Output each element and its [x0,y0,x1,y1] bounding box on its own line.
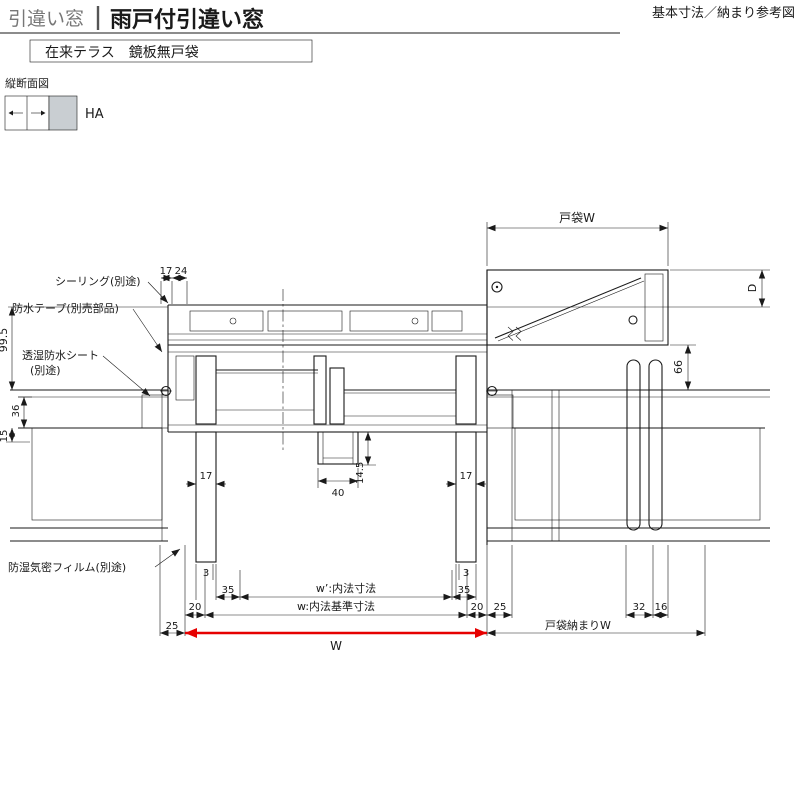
drain-wall [317,431,324,465]
slide-right-arrow-icon [31,110,46,116]
right-wall [487,359,770,542]
mirror-panel-line-2 [497,280,645,342]
callout-waterproof-tape: 防水テープ(別売部品) [12,301,119,315]
dim-99-5: 99.5 [0,328,10,353]
window-type-legend: HA [4,95,104,131]
post-left [195,431,217,563]
furring-block-right [486,394,514,429]
anchor-blocks [141,385,514,429]
leader-breathable-sheet [102,355,151,397]
insulation-strip [431,310,463,332]
callout-breathable-sheet: 透湿防水シート [22,348,99,362]
shutter-box [486,269,669,346]
view-label: 縦断面図 [5,76,49,90]
window-category-label: 引違い窓 [8,8,84,30]
type-code: HA [85,107,104,122]
dim-35-left: 35 [222,585,235,596]
left-wall [8,306,168,542]
dim-35-right: 35 [458,585,471,596]
dims-left: 99.5 36 15 [0,307,32,442]
dim-36: 36 [11,405,22,418]
wall-bracing-left [31,427,163,521]
dim-14-5: 14.5 [355,462,366,484]
leader-sealing [147,281,169,304]
dim-3-right: 3 [463,568,469,579]
dim-shutter-fit-width: 戸袋納まりW [545,618,611,632]
drain-wall [352,431,359,465]
sash-assembly [168,355,487,465]
dim-17-post-right: 17 [460,471,473,482]
roller-center [495,285,499,289]
screw-circle [229,317,237,325]
shutter-box-outline [486,269,669,346]
insulation-strip [349,310,429,332]
header: 引違い窓 雨戸付引違い窓 基本寸法／納まり参考図 在来テラス 鏡板無戸袋 縦断面… [0,5,795,90]
roller-circle [491,281,503,293]
dim-shutter-box-width: 戸袋W [559,211,595,225]
support-posts [195,431,477,563]
dim-25-right: 25 [494,602,507,613]
meeting-stile-outer [313,355,327,425]
inner-sash-stile [455,355,477,425]
pocket-stud-capsule [626,359,641,531]
meeting-stile-inner [329,367,345,425]
dim-inner-width: w’:内法寸法 [316,581,376,595]
mirror-panel-line [494,277,642,339]
callout-vapor-film: 防湿気密フィルム(別途) [8,560,126,574]
break-squiggle [507,326,522,341]
insulation-strip [267,310,343,332]
dim-D: D [746,284,759,292]
dims-bottom: 3 3 35 w’:内法寸法 35 20 w:内法基準寸法 20 25 32 1… [159,545,706,653]
page-title: 雨戸付引違い窓 [110,7,264,33]
dims-right: D 66 [487,269,770,390]
slide-left-arrow-icon [8,110,23,116]
dim-20-left: 20 [189,602,202,613]
pocket-stud-capsule [648,359,663,531]
dim-40: 40 [332,488,345,499]
outer-sash-stile [195,355,217,425]
dim-3-left: 3 [203,568,209,579]
dim-W: W [330,639,342,653]
dims-inner: 17 40 14.5 17 [186,432,486,499]
screw-circle [628,315,638,325]
shutter-box-end-cap [644,273,664,342]
legend-shutter-pocket-panel [48,95,78,131]
dim-base-width: w:内法基準寸法 [297,599,375,613]
dim-17-top: 17 [160,266,173,277]
dim-16: 16 [655,602,668,613]
callout-breathable-sheet-2: (別途) [30,363,61,377]
dims-top: 17 24 戸袋W [160,211,669,304]
frame-band [167,270,488,545]
dim-25-left: 25 [166,621,179,632]
dim-24-top: 24 [175,266,188,277]
furring-block-left [141,394,169,429]
wall-bracing-right [514,427,761,521]
callout-sealing: シーリング(別途) [55,274,141,288]
leader-waterproof-tape [132,308,163,353]
variant-box [29,39,313,63]
dim-17-post-left: 17 [200,471,213,482]
dim-15: 15 [0,430,10,443]
jamb-block [175,355,195,401]
insulation-strip [189,310,264,332]
dim-32: 32 [633,602,646,613]
dim-66: 66 [672,360,685,374]
post-right [455,431,477,563]
reference-note: 基本寸法／納まり参考図 [652,5,795,21]
variant-label: 在来テラス 鏡板無戸袋 [45,45,199,61]
dim-20-right: 20 [471,602,484,613]
screw-circle [411,317,419,325]
leader-vapor-film [154,548,181,568]
callouts: シーリング(別途) 防水テープ(別売部品) 透湿防水シート (別途) 防湿気密フ… [8,274,181,574]
sill-drain-box [317,431,359,465]
